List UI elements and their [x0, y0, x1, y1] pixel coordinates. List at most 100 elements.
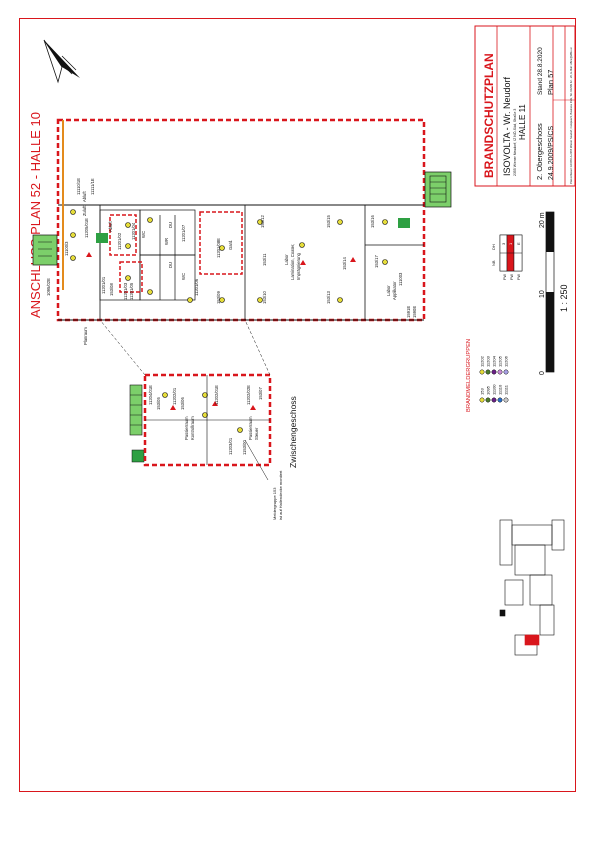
room-11201-07: 11201/07	[181, 224, 186, 242]
room-153-05: 153/05	[156, 397, 161, 410]
scale-0: 0	[539, 371, 546, 375]
room-11100-3: 11100/3	[64, 241, 69, 256]
room-1591e: 1591E	[406, 306, 411, 318]
room-wc1: WC	[141, 231, 146, 238]
legend-detector-icon-11202	[479, 369, 485, 375]
inner-rooms	[99, 209, 243, 301]
legend-code-11206: 11206	[504, 355, 509, 367]
room-11111-1e: 11111/1E	[90, 178, 95, 195]
footer-note: Planverfasser: EFFBO-A-2355 Wiener Neudo…	[569, 47, 573, 184]
mezzanine-note-2: ist auf Hallendecke montiert	[278, 470, 283, 520]
label-labor-2: Labor	[386, 285, 391, 296]
room-11202-01e: 11202/01E	[214, 385, 219, 405]
room-111003: 111003	[398, 272, 403, 286]
brandschutzplan-title: BRANDSCHUTZPLAN	[482, 53, 496, 178]
date-code: 24.9.2009/PS/CS	[548, 126, 555, 180]
room-11201-02: 11201/02	[117, 232, 122, 250]
room-153-15: 153/15	[326, 215, 331, 228]
legend-code-1095: 1095	[486, 385, 491, 395]
label-abluft: Abluft	[82, 190, 87, 202]
room-wc2: WC	[181, 273, 186, 280]
label-passierraum-1b: Kontrollraum	[190, 416, 195, 440]
emergency-exit-icon	[96, 218, 410, 243]
room-du1: DU	[168, 222, 173, 228]
legend-nb: NB	[491, 260, 496, 266]
room-153-09: 153/09	[216, 291, 221, 304]
plan-sheet	[19, 18, 576, 792]
stand-date: Stand 28.8.2020	[537, 47, 544, 95]
legend-detector-icon-153	[479, 397, 485, 403]
room-1095-02e: 1095/02E	[46, 278, 51, 296]
room-153-17: 153/17	[374, 255, 379, 268]
staircase-icon-2	[32, 234, 58, 266]
mezzanine-note-1: Meldergruppe 153	[272, 487, 277, 520]
room-11202-02e: 11202/02E	[246, 385, 251, 405]
fire-detector-icons	[70, 209, 388, 433]
legend-code-11204: 11204	[492, 355, 497, 367]
legend-detector-icon-11205	[497, 369, 503, 375]
room-153-10: 153/10	[262, 291, 267, 304]
room-153-12: 153/12	[260, 215, 265, 228]
room-153-13: 153/13	[326, 291, 331, 304]
label-zuluft: Zuluft	[82, 205, 87, 216]
scale-ratio: 1 : 250	[559, 284, 569, 312]
legend-code-11205: 11205	[498, 355, 503, 367]
legend-fw-2: FW	[510, 274, 514, 280]
room-1153-00: 1153/00	[242, 440, 247, 455]
north-arrow-icon	[43, 39, 80, 84]
label-passierraum-2: Passierraum	[248, 416, 253, 440]
label-passierraum-1: Passierraum	[184, 416, 189, 440]
room-11204-01e: 11204/01E	[148, 385, 153, 405]
room-153-14: 153/14	[342, 257, 347, 270]
label-labor-1b: Lamination, Coater,	[290, 244, 295, 280]
legend-detector-icon-11204	[491, 369, 497, 375]
label-labor-1c: Imprägnierung	[296, 252, 301, 280]
legend-fw-1: FW	[503, 274, 507, 280]
mezzanine-area	[99, 319, 272, 481]
room-153-06: 153/06	[180, 397, 185, 410]
label-labor-1: Labor	[284, 254, 289, 265]
legend-code-11100: 11100	[492, 384, 497, 395]
room-11201-05: 11201/05	[129, 282, 134, 300]
plan-title: ANSCHLUSS PLAN 52 - HALLE 10	[28, 112, 43, 318]
legend-detector-icon-11203	[485, 369, 491, 375]
room-11201-04: 11201/04	[131, 222, 136, 240]
room-du2: DU	[168, 262, 173, 268]
label-labor-2b: Applikator	[392, 281, 397, 300]
room-11201-08e: 11201/08E	[216, 238, 221, 258]
legend-code-153: 153	[480, 388, 485, 395]
room-1590e: 1590E	[412, 306, 417, 318]
scale-bar: 0 10 20 m 1 : 250	[539, 211, 569, 375]
label-passierraum-2b: Steuer	[254, 427, 259, 440]
legend-code-11110: 11110	[498, 384, 503, 395]
legend-detector-icon-11111	[503, 397, 509, 403]
company-name: ISOVOLTA - Wr. Neudorf	[502, 76, 512, 176]
room-11205-01e: 11205/01E	[84, 218, 89, 238]
room-153-07: 153/07	[258, 387, 263, 400]
room-11202-01: 11202/01	[172, 387, 177, 405]
legend-title: BRANDMELDERGRUPPEN	[466, 339, 472, 412]
legend-detector-icon-11206	[503, 369, 509, 375]
label-abluft-2: Abluft	[108, 220, 113, 232]
legend-dh: DH	[491, 244, 496, 250]
title-block: BRANDSCHUTZPLAN ISOVOLTA - Wr. Neudorf 2…	[474, 25, 576, 187]
legend-fw-3: FW	[517, 274, 521, 280]
legend-detector-icon-11110	[497, 397, 503, 403]
staircase-icon	[424, 171, 452, 208]
legend-e: E	[516, 242, 521, 245]
legend-detector-icon-11100	[491, 397, 497, 403]
label-garderobe: Gard.	[228, 240, 233, 250]
legend-code-11202: 11202	[480, 355, 485, 367]
floor-name: 2. Obergeschoss	[535, 123, 544, 180]
room-11201-06: 11201/06	[194, 278, 199, 296]
site-key-plan	[499, 519, 565, 656]
room-153-11: 153/11	[262, 253, 267, 266]
room-153-16: 153/16	[370, 215, 375, 228]
room-11203-01: 11203/01	[228, 437, 233, 455]
fire-extinguisher-icons	[86, 252, 356, 410]
planraum-label: Planraum	[83, 327, 88, 345]
scale-20: 20 m	[539, 212, 546, 228]
room-11110-1e: 11110/1E	[76, 178, 81, 195]
legend-code-11111: 11111	[504, 384, 509, 395]
